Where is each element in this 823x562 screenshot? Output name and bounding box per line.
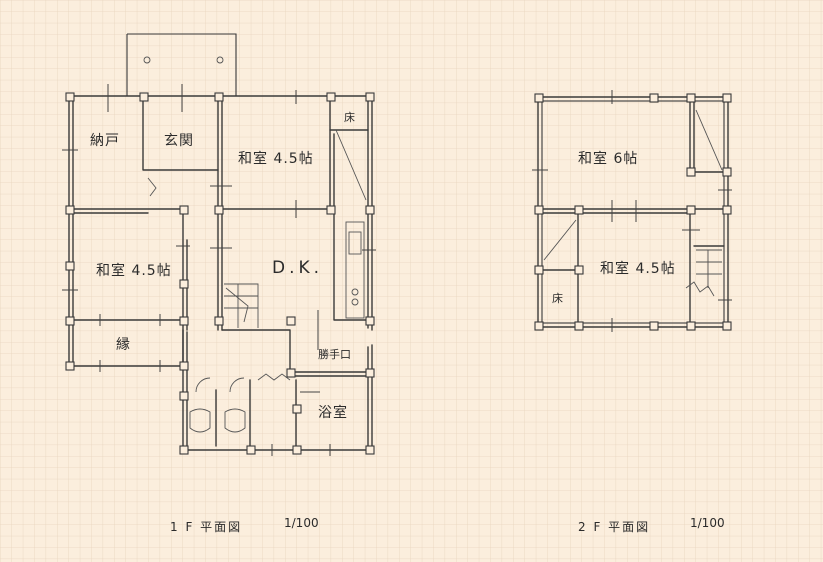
scale-first-floor: 1/100 [284,516,319,530]
room-label-washitsu-upper: 和室 4.5帖 [238,151,314,167]
room-label-washitsu-left: 和室 4.5帖 [96,263,172,279]
room-label-washitsu-45-2f: 和室 4.5帖 [600,261,676,277]
second-floor-partitions [541,100,725,324]
room-label-kitchen-door: 勝手口 [318,348,351,361]
first-floor-posts [65,92,375,455]
second-floor-exterior-walls [537,96,729,328]
caption-second-floor: 2 F 平面図 [578,520,651,534]
room-label-storage: 納戸 [90,133,120,149]
room-label-bathroom: 浴室 [318,405,348,421]
scale-second-floor: 1/100 [690,516,725,530]
caption-first-floor: 1 F 平面図 [170,520,243,534]
room-label-toko-2f: 床 [552,292,563,305]
second-floor-opening-marks [532,90,732,332]
room-label-dining-kitchen: D.K. [272,258,324,278]
room-label-toko-1f: 床 [344,111,355,124]
room-label-washitsu-6: 和室 6帖 [578,151,639,167]
porch-outline [126,33,237,96]
first-floor-opening-marks [62,84,376,456]
second-floor-posts [534,93,732,331]
room-label-entrance: 玄関 [164,133,194,149]
room-label-engawa: 縁 [116,337,131,353]
